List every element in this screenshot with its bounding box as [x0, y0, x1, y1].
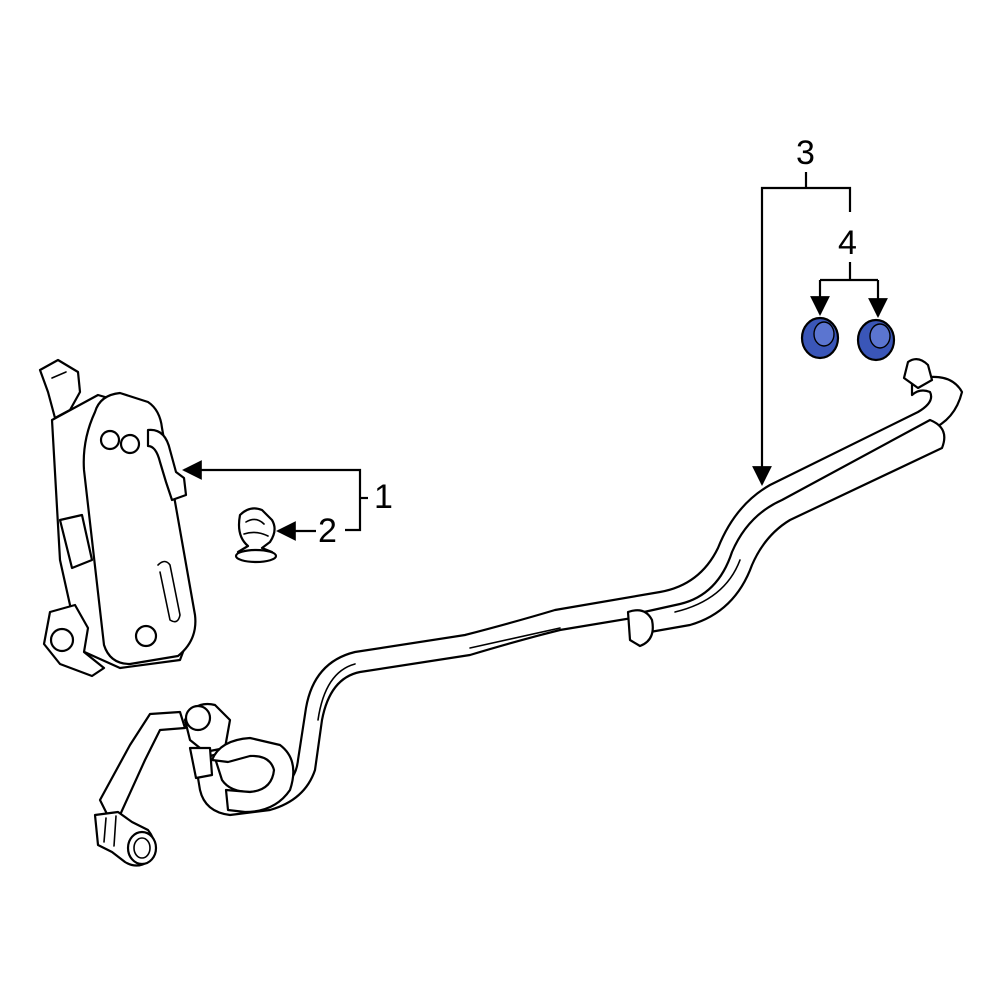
- leader-lines: [182, 172, 888, 541]
- callout-3: 3: [796, 134, 815, 172]
- o-ring-left[interactable]: [800, 316, 840, 360]
- o-ring-right[interactable]: [856, 318, 896, 362]
- callout-2: 2: [318, 512, 337, 550]
- hose-clip[interactable]: [234, 507, 278, 564]
- oil-cooler[interactable]: [38, 358, 197, 678]
- callout-4: 4: [838, 224, 857, 262]
- cooler-line[interactable]: [93, 358, 964, 867]
- callout-1: 1: [374, 478, 393, 516]
